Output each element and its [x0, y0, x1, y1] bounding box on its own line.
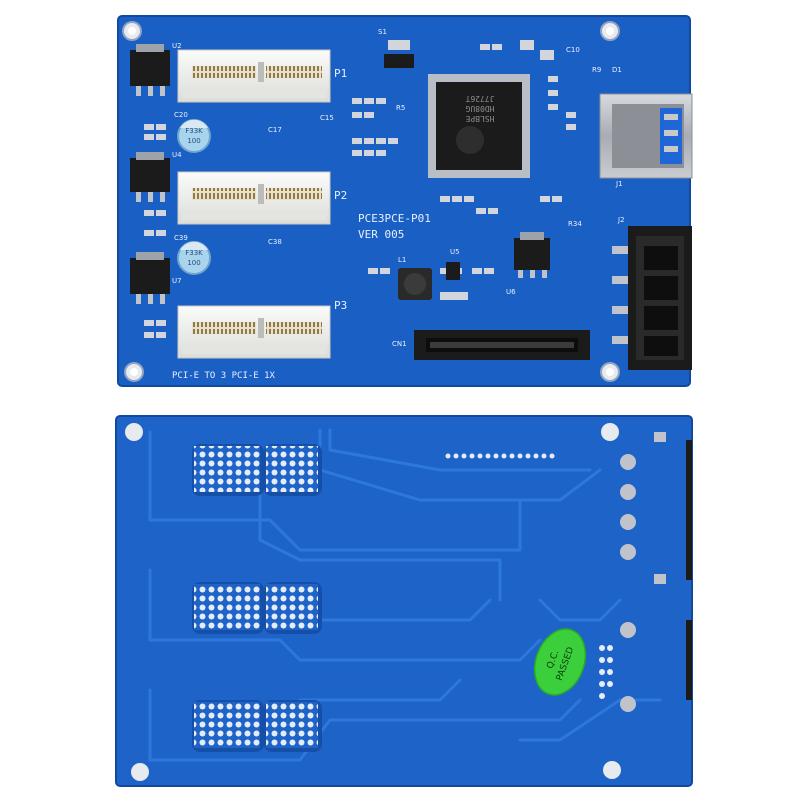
slot-label-p3: P3: [334, 299, 347, 312]
ic-u5: [446, 262, 460, 280]
svg-text:100: 100: [187, 137, 200, 145]
solder-pads-slot-3: [192, 700, 322, 752]
usb3-connector: [599, 93, 693, 179]
svg-text:F33K: F33K: [185, 127, 203, 135]
ref-s1: S1: [378, 28, 387, 36]
voltage-regulator-u4: [130, 152, 170, 202]
chip-solder-row: [445, 453, 555, 459]
ref-c17: C17: [268, 126, 282, 134]
svg-text:F33K: F33K: [185, 249, 203, 257]
pcie-slot-p3: [177, 305, 331, 359]
ref-u2: U2: [172, 42, 182, 50]
board-version: VER 005: [358, 228, 404, 241]
slot-label-p1: P1: [334, 67, 347, 80]
slot-label-p2: P2: [334, 189, 347, 202]
ref-c38: C38: [268, 238, 282, 246]
svg-text:J7726T: J7726T: [465, 94, 494, 103]
solder-pads-slot-2: [192, 582, 322, 634]
connector-pads-back: [620, 432, 692, 712]
mounting-holes-back: [125, 423, 621, 781]
molex-power-connector: [612, 226, 692, 370]
voltage-regulator-u6: [514, 232, 550, 278]
sata-power-connector: [414, 330, 590, 360]
board-caption: PCI-E TO 3 PCI-E 1X: [172, 371, 276, 381]
ref-u6: U6: [506, 288, 516, 296]
ref-r5: R5: [396, 104, 405, 112]
voltage-regulator-u7: [130, 252, 170, 304]
ref-u7: U7: [172, 277, 182, 285]
pcie-slot-p1: [177, 49, 331, 103]
voltage-regulator-u2: [130, 44, 170, 96]
ref-r9: R9: [592, 66, 601, 74]
ref-j1: J1: [615, 180, 623, 188]
pcie-switch-chip: HD08UG HSLBPE J7726T: [428, 74, 530, 178]
smd-components-left: [144, 124, 166, 338]
front-board: U2 U4 U7 F33K 100 C20 F33K 100 C39: [117, 15, 693, 387]
solder-pads-slot-1: [192, 444, 322, 496]
ref-c39: C39: [174, 234, 188, 242]
ref-c10: C10: [566, 46, 580, 54]
ref-l1: L1: [398, 256, 406, 264]
ref-c15: C15: [320, 114, 334, 122]
ref-cn1: CN1: [392, 340, 407, 348]
usb-pin-vias-back: [599, 645, 613, 699]
inductor-l1: [398, 268, 432, 300]
back-board: Q.C. PASSED: [115, 415, 693, 787]
electrolytic-capacitor-c20: F33K 100: [177, 119, 211, 153]
ref-d1: D1: [612, 66, 622, 74]
svg-text:HD08UG: HD08UG: [465, 104, 494, 113]
board-model: PCE3PCE-P01: [358, 212, 431, 225]
ref-j2: J2: [617, 216, 625, 224]
ref-u4: U4: [172, 151, 182, 159]
front-pcb: [118, 16, 690, 386]
svg-text:HSLBPE: HSLBPE: [465, 114, 494, 123]
electrolytic-capacitor-c39: F33K 100: [177, 241, 211, 275]
qc-passed-sticker: Q.C. PASSED: [533, 628, 587, 696]
mounting-holes-front: [122, 21, 620, 382]
ref-r34: R34: [568, 220, 582, 228]
svg-text:100: 100: [187, 259, 200, 267]
pcie-slot-p2: [177, 171, 331, 225]
ref-c20: C20: [174, 111, 188, 119]
smd-components-center: [352, 40, 576, 300]
ref-u5: U5: [450, 248, 460, 256]
